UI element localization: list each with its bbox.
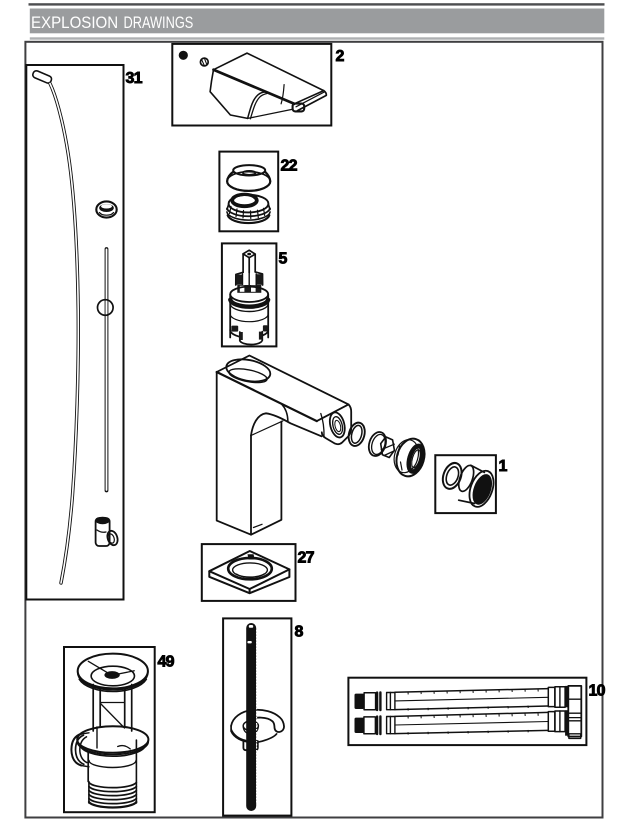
svg-text:DRAWINGS: DRAWINGS — [124, 15, 194, 33]
svg-text:10: 10 — [589, 683, 606, 700]
svg-text:5: 5 — [279, 251, 288, 268]
svg-text:1: 1 — [499, 458, 508, 475]
svg-text:49: 49 — [158, 654, 175, 671]
svg-text:27: 27 — [298, 550, 315, 567]
svg-text:2: 2 — [336, 48, 345, 65]
svg-text:31: 31 — [126, 70, 143, 87]
svg-text:8: 8 — [295, 624, 304, 641]
svg-text:22: 22 — [281, 158, 298, 175]
svg-text:EXPLOSION: EXPLOSION — [31, 15, 118, 33]
